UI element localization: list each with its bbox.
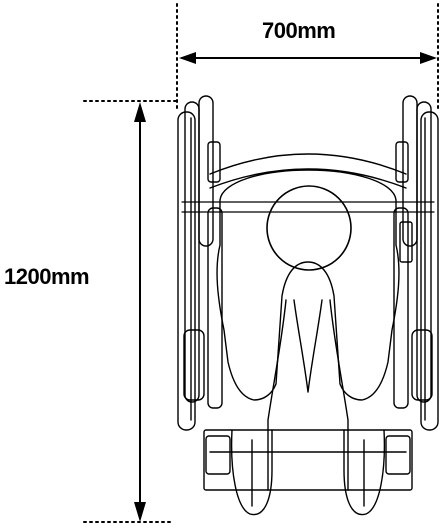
right-side-plate: [399, 221, 413, 263]
backrest: [181, 153, 435, 213]
left-armrest: [183, 207, 223, 409]
width-arrowhead-left: [179, 52, 196, 64]
right-rear-wheel: [395, 95, 439, 431]
length-arrowhead-top: [134, 102, 146, 122]
length-dimension-label: 1200mm: [4, 264, 90, 289]
length-dimension: [83, 100, 177, 523]
left-foot: [230, 429, 273, 516]
footrest-frame: [203, 429, 413, 491]
wheelchair-drawing: [177, 95, 439, 516]
width-arrowhead-right: [420, 52, 437, 64]
width-dimension-label: 700mm: [262, 18, 336, 43]
width-dimension: [176, 3, 439, 109]
right-foot: [343, 429, 386, 516]
length-arrowhead-bottom: [134, 502, 146, 522]
left-rear-wheel: [177, 95, 221, 431]
right-armrest: [393, 207, 433, 409]
seat: [216, 169, 400, 401]
occupant-legs: [267, 299, 349, 491]
occupant-head: [266, 185, 352, 271]
